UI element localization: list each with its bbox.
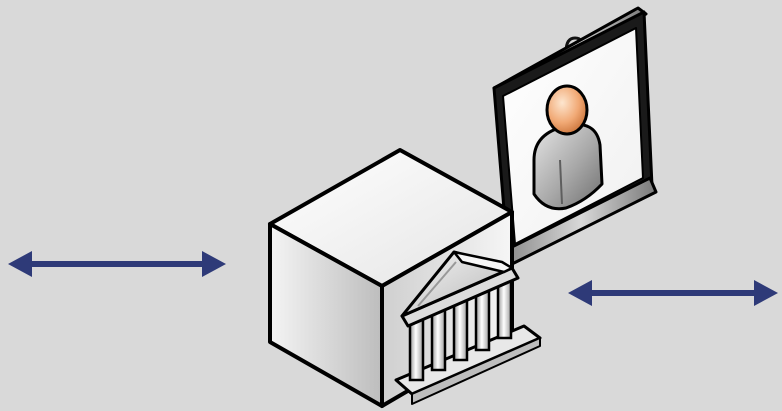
bank-server [268, 148, 542, 408]
left-bidirectional-arrow [8, 251, 226, 277]
user-screen [492, 6, 658, 266]
bank-icon [394, 250, 542, 405]
right-bidirectional-arrow [568, 280, 778, 306]
user-icon [532, 84, 604, 211]
